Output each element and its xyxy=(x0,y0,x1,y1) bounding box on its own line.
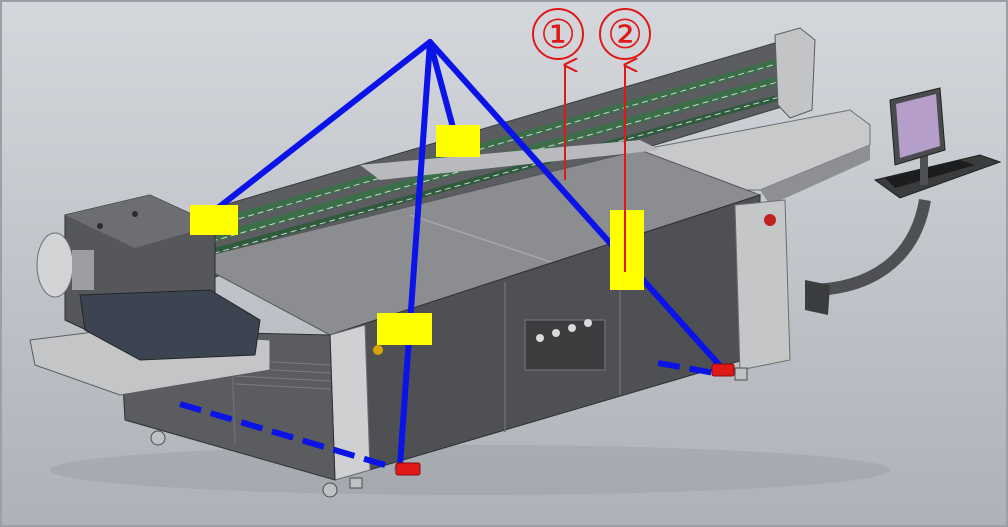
lift-line-front-left xyxy=(397,39,433,468)
callouts: ① ② xyxy=(532,8,651,272)
lift-line-left xyxy=(202,39,433,221)
callout-1-label: ① xyxy=(540,12,576,58)
lift-line-front-right xyxy=(427,39,725,371)
lift-line-hidden-right xyxy=(657,360,721,377)
callout-2: ② xyxy=(599,8,651,272)
hidden-lift-lines xyxy=(179,360,721,471)
lift-pad-front-right xyxy=(610,210,644,290)
lift-pad-rear xyxy=(436,125,480,157)
lift-line-rear xyxy=(427,39,458,138)
lift-point-front-left xyxy=(395,462,421,476)
lift-line-hidden-left xyxy=(179,401,396,471)
lift-lines xyxy=(202,39,725,468)
callout-1: ① xyxy=(532,8,584,180)
lift-points xyxy=(395,363,735,476)
callout-2-label: ② xyxy=(607,12,643,58)
lift-point-front-right xyxy=(711,363,735,377)
printer-machine xyxy=(29,27,1002,498)
lift-pad-left xyxy=(190,205,238,235)
lift-pads xyxy=(190,125,644,345)
callout-1-circle xyxy=(532,8,584,60)
lift-pad-front-left xyxy=(377,313,432,345)
